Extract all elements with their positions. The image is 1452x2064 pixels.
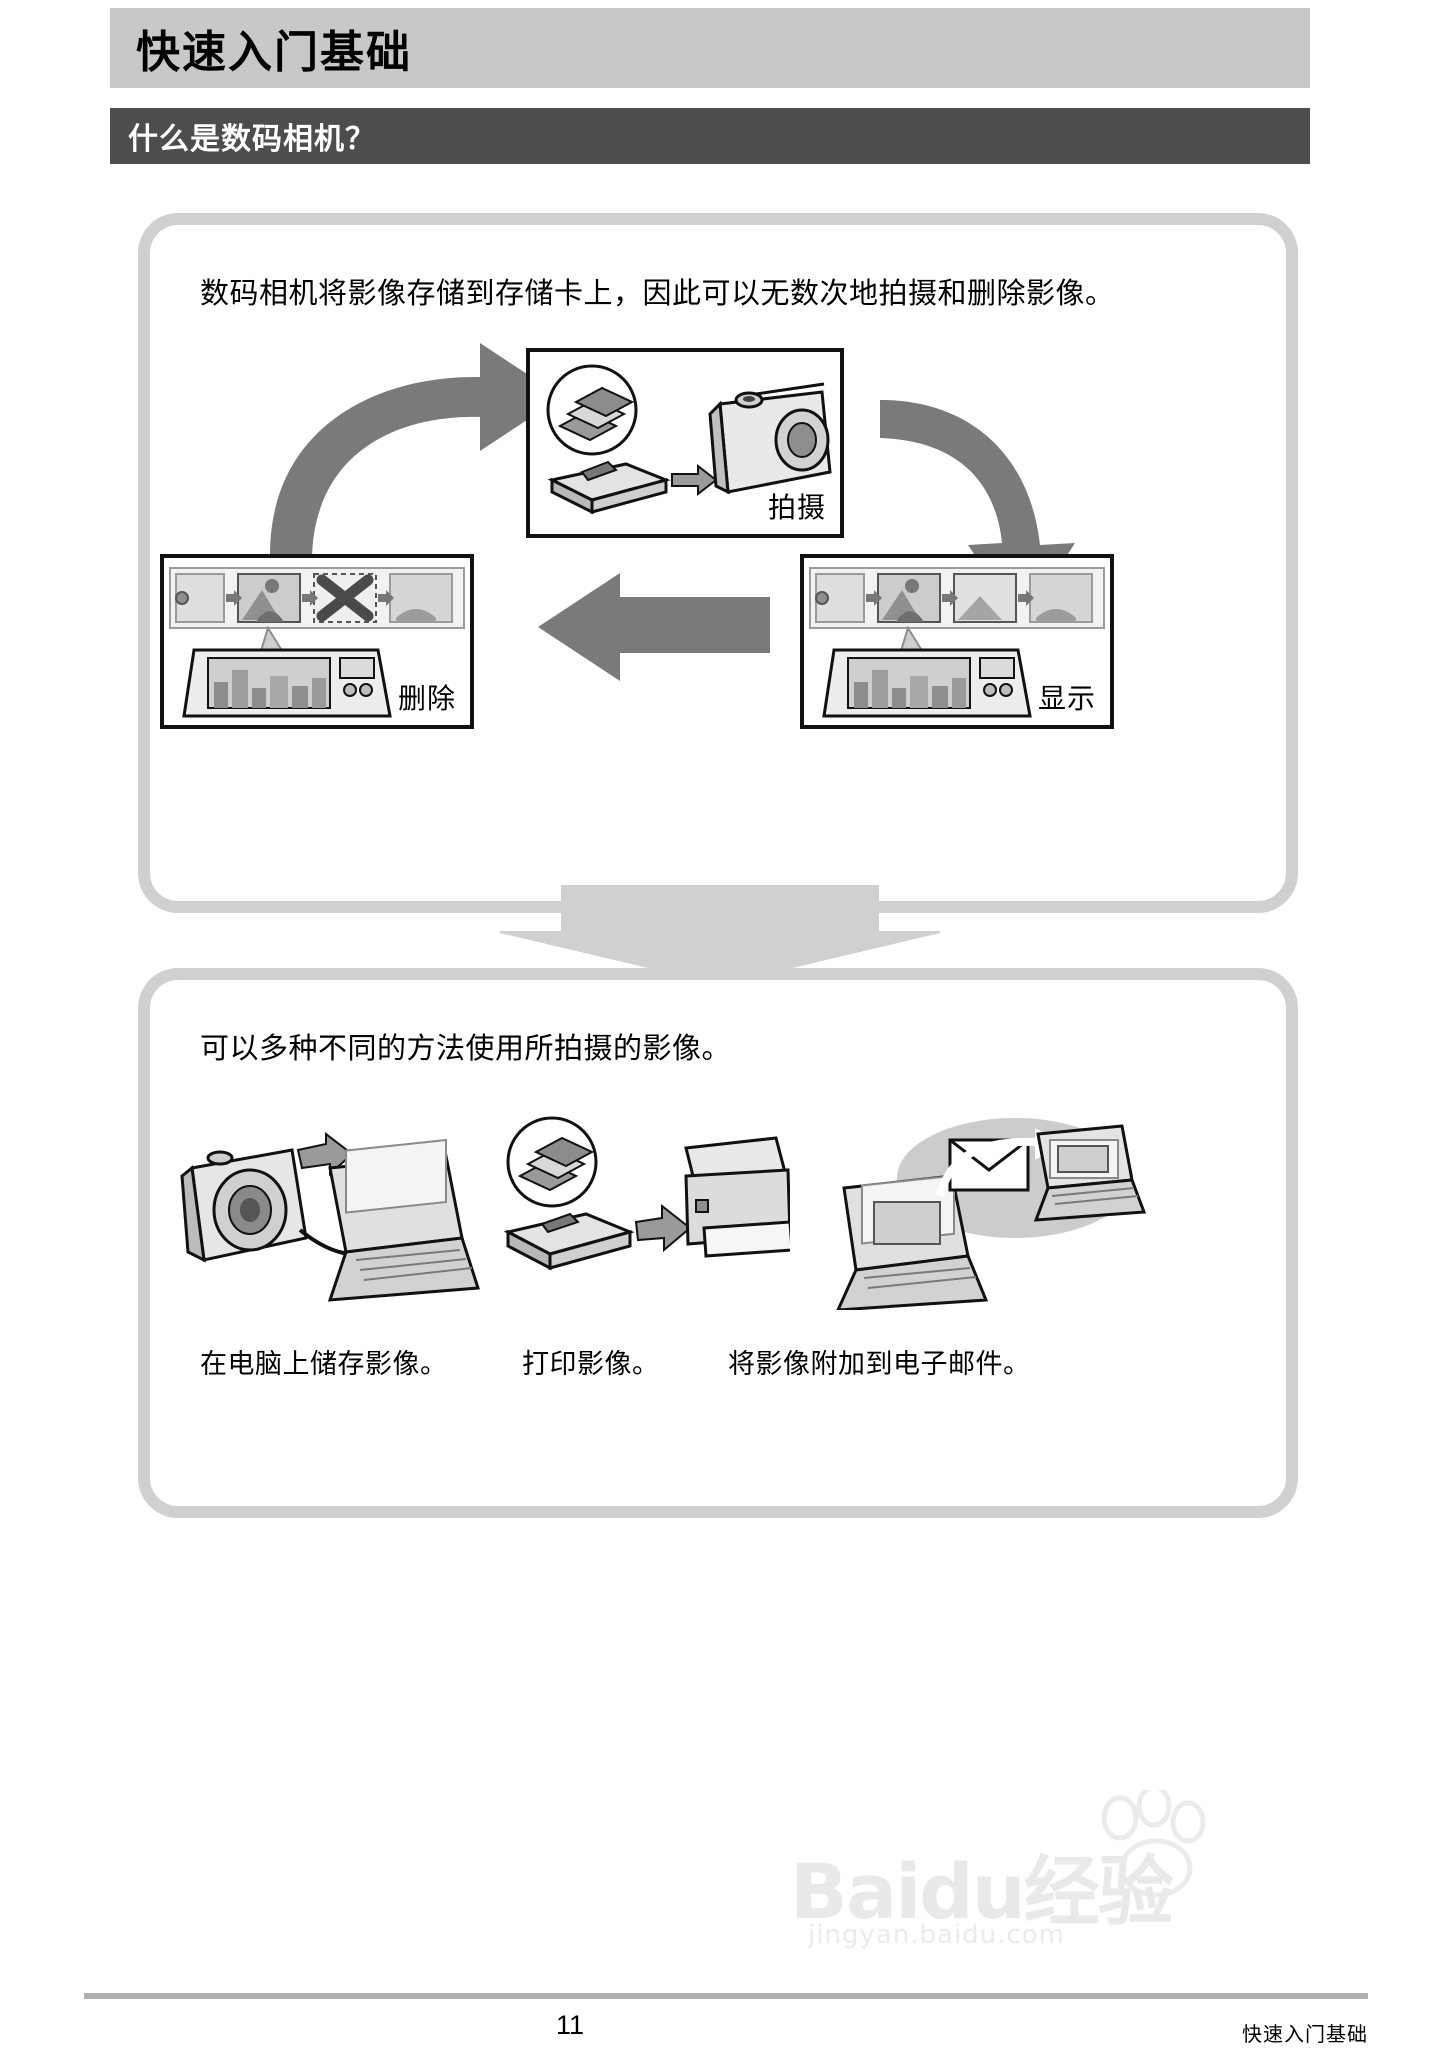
camera-back-icon [822,648,1032,718]
delete-x-icon [316,574,374,622]
section-bar: 什么是数码相机？ [110,108,1310,164]
photo-stack-icon [517,1136,595,1192]
arrow-card-to-printer [634,1203,692,1253]
memory-card-icon [547,460,671,515]
cycle-panel: 数码相机将影像存储到存储卡上，因此可以无数次地拍摄和删除影像。 [138,213,1298,913]
arrow-delete-to-shoot [270,343,562,557]
print-illustration [503,1116,790,1271]
laptop-icon [327,1138,480,1302]
printed-photo [702,1220,790,1258]
illustration-delete: 删除 [160,554,474,729]
transfer-arrow [296,1131,354,1177]
filmstrip-frames [815,573,1093,623]
camera-and-card-illustration [546,364,832,515]
sender-laptop-icon [836,1174,989,1310]
uses-panel: 可以多种不同的方法使用所拍摄的影像。 [138,968,1298,1518]
page-number: 11 [555,2010,585,2040]
lcd-cityscape [854,670,966,708]
cycle-diagram: 拍摄 [150,225,1286,901]
arrow-display-to-delete [538,573,770,681]
page-title: 快速入门基础 [136,28,412,77]
email-illustration [836,1118,1147,1310]
filmstrip-marker [815,591,829,605]
illustration-display: 显示 [800,554,1114,729]
camera-icon [180,1148,308,1263]
delete-filmstrip-illustration [169,567,465,718]
send-path [936,1137,1037,1198]
frame-arrows [226,590,394,606]
recipient-laptop-icon [1033,1124,1147,1222]
footer-divider [84,1993,1368,1999]
section-title: 什么是数码相机？ [128,123,376,156]
printer-icon [684,1136,790,1258]
lcd-screen [207,657,331,709]
watermark-brand: Baidu经验 [790,1847,1174,1936]
display-filmstrip-illustration [809,567,1105,718]
laptop-keyboard [327,1236,480,1302]
printer-indicator [695,1199,709,1213]
arrow-down-to-uses [499,885,941,986]
watermark: Baidu经验 jingyan.baidu.com [790,1790,1350,1990]
caption-print: 打印影像。 [522,1349,660,1379]
paw-print-icon [1101,1790,1206,1898]
camera-icon [708,382,832,495]
memory-card-icon [503,1212,635,1271]
label-shoot: 拍摄 [767,492,826,523]
lcd-cityscape [214,670,326,708]
filmstrip-marker [175,591,189,605]
laptop-screen [345,1138,447,1214]
photo-stack-icon [557,386,635,442]
label-delete: 删除 [397,683,456,714]
footer-chapter-label: 快速入门基础 [1242,2024,1368,2046]
caption-email: 将影像附加到电子邮件。 [728,1349,1031,1379]
illustration-shooting: 拍摄 [526,348,844,538]
arrow-card-to-camera [671,463,718,497]
uses-intro-text: 可以多种不同的方法使用所拍摄的影像。 [200,1033,732,1065]
save-to-computer-illustration [180,1131,480,1302]
camera-back-icon [182,648,392,718]
watermark-url: jingyan.baidu.com [808,1920,1065,1950]
photo-on-screen [873,1201,941,1245]
caption-save-to-pc: 在电脑上储存影像。 [200,1349,448,1379]
frame-arrows [866,590,1034,606]
keyboard-keys [355,1249,473,1281]
lcd-screen [847,657,971,709]
label-display: 显示 [1037,683,1096,714]
page-header: 快速入门基础 [110,8,1310,88]
cycle-intro-text: 数码相机将影像存储到存储卡上，因此可以无数次地拍摄和删除影像。 [200,278,1115,310]
